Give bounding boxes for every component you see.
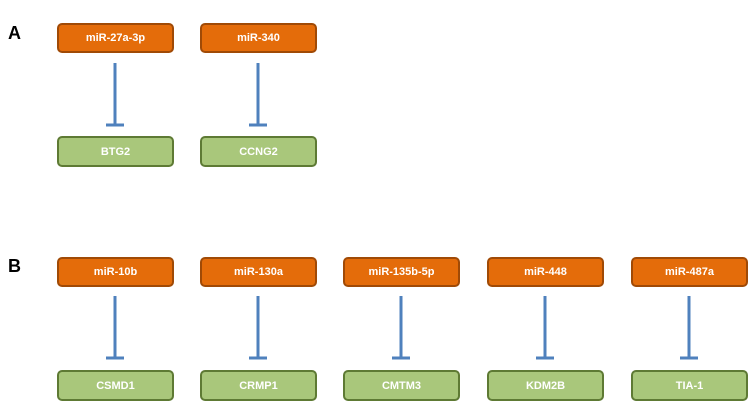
inhibition-edge-mir-487a-tia-1 xyxy=(680,296,698,360)
gene-node-kdm2b: KDM2B xyxy=(487,370,604,401)
mirna-node-mir-487a: miR-487a xyxy=(631,257,748,287)
inhibition-edge-mir-10b-csmd1 xyxy=(106,296,124,360)
inhibition-edge-mir-130a-crmp1 xyxy=(249,296,267,360)
inhibition-edge-mir-27a-3p-btg2 xyxy=(106,63,124,127)
panel-label-a: A xyxy=(8,23,21,43)
mirna-node-mir-130a: miR-130a xyxy=(200,257,317,287)
inhibition-edge-mir-448-kdm2b xyxy=(536,296,554,360)
panel-label-b: B xyxy=(8,256,21,276)
inhibition-edge-mir-340-ccng2 xyxy=(249,63,267,127)
inhibition-edge-mir-135b-5p-cmtm3 xyxy=(392,296,410,360)
gene-node-ccng2: CCNG2 xyxy=(200,136,317,167)
mirna-node-mir-448: miR-448 xyxy=(487,257,604,287)
gene-node-crmp1: CRMP1 xyxy=(200,370,317,401)
gene-node-tia-1: TIA-1 xyxy=(631,370,748,401)
mirna-node-mir-10b: miR-10b xyxy=(57,257,174,287)
gene-node-csmd1: CSMD1 xyxy=(57,370,174,401)
gene-node-btg2: BTG2 xyxy=(57,136,174,167)
mirna-node-mir-340: miR-340 xyxy=(200,23,317,53)
mirna-node-mir-27a-3p: miR-27a-3p xyxy=(57,23,174,53)
mirna-node-mir-135b-5p: miR-135b-5p xyxy=(343,257,460,287)
gene-node-cmtm3: CMTM3 xyxy=(343,370,460,401)
